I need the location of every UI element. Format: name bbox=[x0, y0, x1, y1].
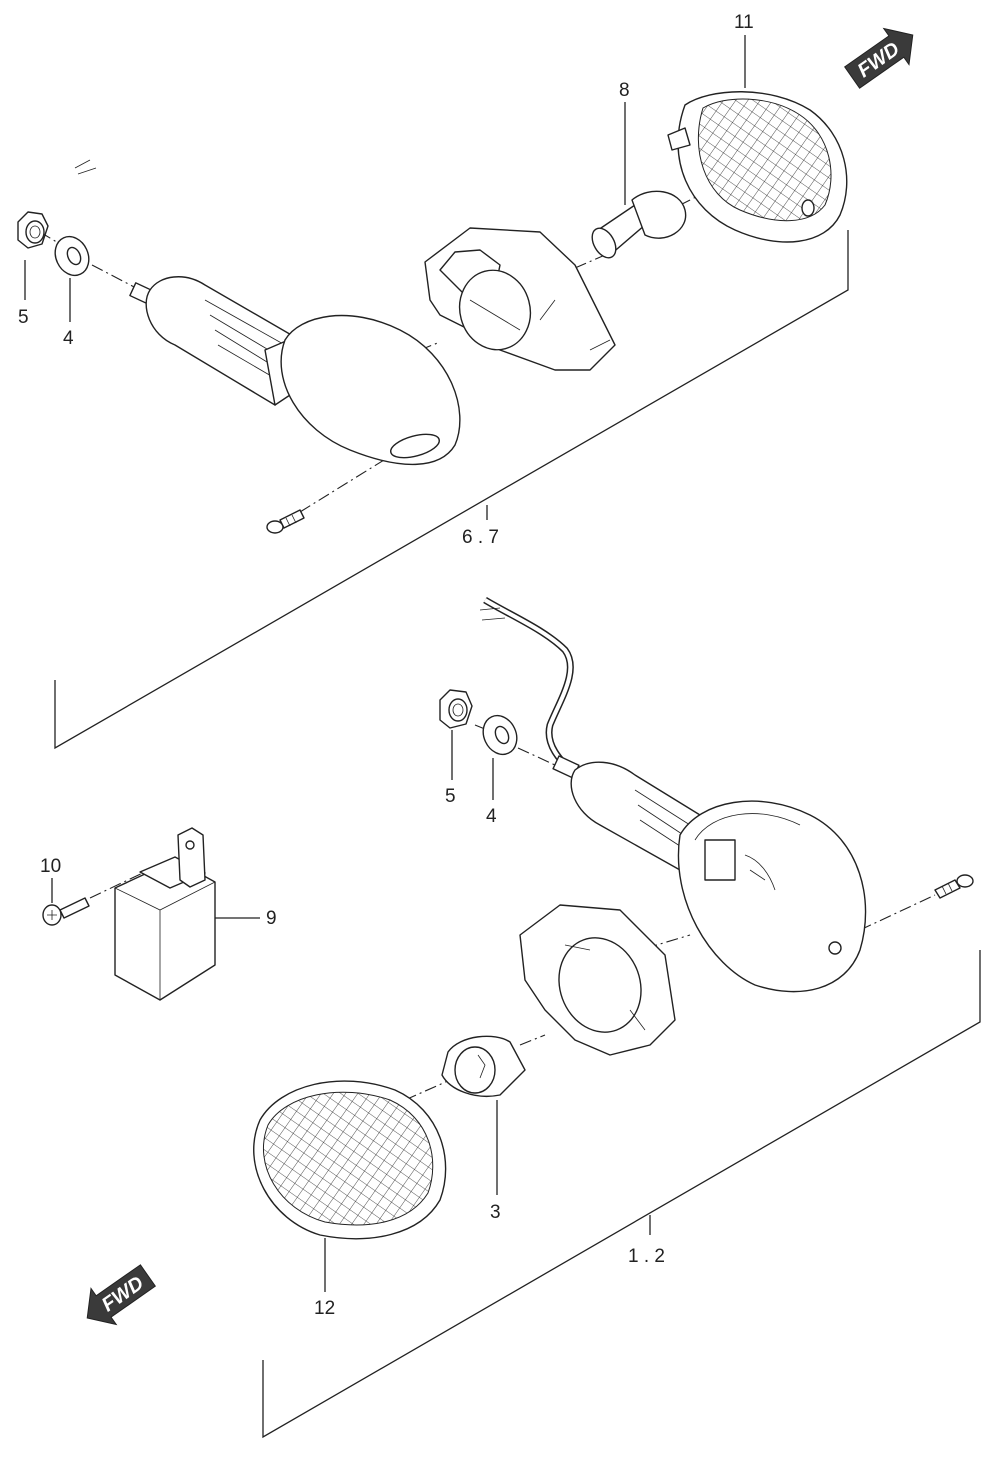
lens-bottom bbox=[253, 1080, 447, 1240]
signal-body-bottom bbox=[479, 596, 867, 993]
fwd-arrow-bottom: FWD bbox=[86, 1264, 157, 1326]
callout-4-top: 4 bbox=[63, 328, 74, 349]
callout-4-bottom: 4 bbox=[486, 806, 497, 827]
washer-top bbox=[54, 235, 90, 277]
callout-5-bottom: 5 bbox=[445, 786, 456, 807]
callout-11: 11 bbox=[734, 12, 754, 33]
callout-1-2: 1 . 2 bbox=[628, 1246, 665, 1267]
washer-bottom bbox=[482, 714, 518, 756]
fwd-arrow-top: FWD bbox=[843, 27, 914, 89]
bulb-bottom bbox=[441, 1035, 526, 1097]
callout-12: 12 bbox=[314, 1298, 335, 1319]
bracket-1-2 bbox=[262, 950, 981, 1439]
callout-10: 10 bbox=[40, 856, 61, 877]
nut-top bbox=[17, 211, 49, 249]
socket-top bbox=[424, 227, 616, 371]
lens-top bbox=[667, 91, 848, 243]
socket-bottom bbox=[519, 904, 676, 1056]
relay-unit bbox=[114, 827, 216, 1001]
callout-9: 9 bbox=[266, 908, 277, 929]
callout-8: 8 bbox=[619, 80, 630, 101]
callout-6-7: 6 . 7 bbox=[462, 527, 499, 548]
callout-5-top: 5 bbox=[18, 307, 29, 328]
screw-bottom bbox=[934, 874, 974, 899]
nut-bottom bbox=[439, 689, 473, 729]
callout-3: 3 bbox=[490, 1202, 501, 1223]
bracket-6-7 bbox=[54, 230, 849, 750]
screw-10 bbox=[42, 897, 90, 926]
signal-body-top bbox=[74, 159, 461, 466]
bulb-top bbox=[591, 190, 687, 259]
screw-top bbox=[266, 509, 305, 534]
